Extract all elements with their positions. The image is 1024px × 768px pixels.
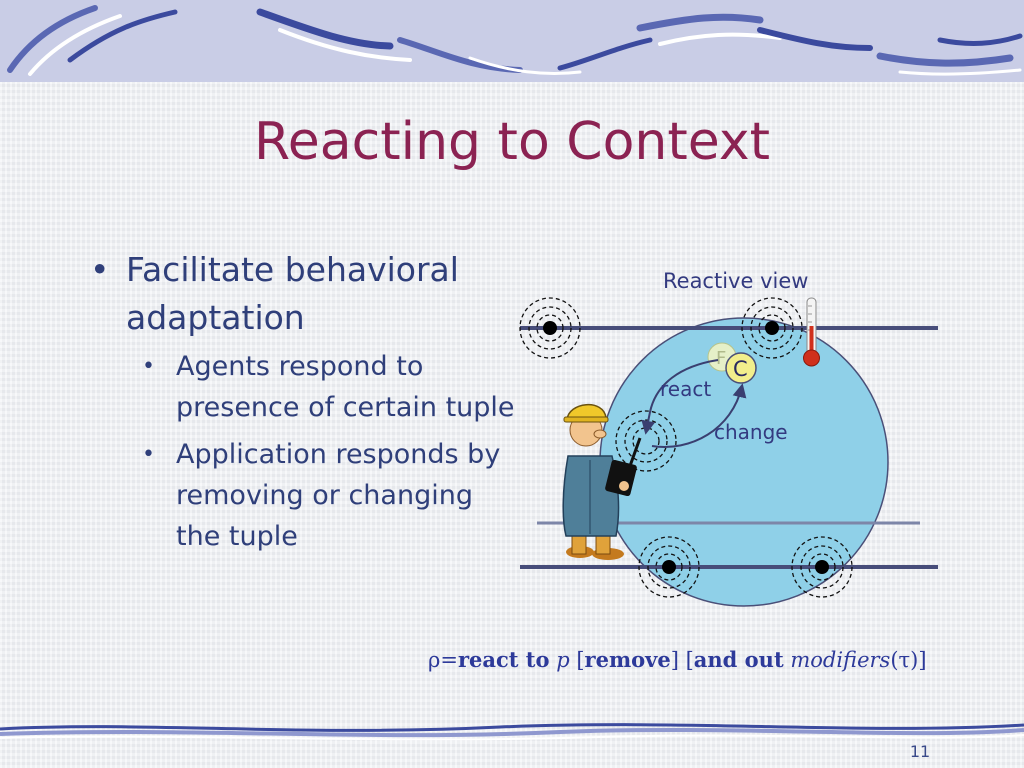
slide-number: 11 xyxy=(909,742,931,761)
host-node-top-right xyxy=(741,297,803,359)
reactive-view-caption: Reactive view xyxy=(663,269,808,293)
formula-rho: ρ= xyxy=(428,648,458,672)
tuple-front-label: C xyxy=(733,357,748,381)
react-label: react xyxy=(660,377,711,401)
thermometer-icon xyxy=(803,297,820,367)
reaction-formula: ρ=react to p [remove] [and out modifiers… xyxy=(428,647,1018,672)
bullet-sub: • Application responds by removing or ch… xyxy=(142,434,520,557)
bullet-sub-text: Application responds by removing or chan… xyxy=(176,439,501,552)
formula-remove: remove xyxy=(584,647,671,672)
host-node-bottom-right xyxy=(791,536,853,598)
formula-pattern: p xyxy=(556,648,570,672)
header-decoration xyxy=(0,0,1024,82)
bullet-list: • Facilitate behavioral adaptation • Age… xyxy=(90,246,520,557)
bullet-main-text: Facilitate behavioral adaptation xyxy=(126,250,459,337)
host-node-bottom-left xyxy=(638,536,700,598)
change-arrow xyxy=(651,383,747,448)
agent-figure xyxy=(562,403,642,560)
bullet-dot-icon: • xyxy=(90,250,110,289)
formula-react-to: react to xyxy=(457,647,550,672)
footer-decoration xyxy=(0,723,1024,741)
bullet-dot-icon: • xyxy=(142,442,155,467)
bullet-sub: • Agents respond to presence of certain … xyxy=(142,346,520,428)
formula-and-out: and out xyxy=(693,647,784,672)
bullet-dot-icon: • xyxy=(142,354,155,379)
slide-title: Reacting to Context xyxy=(253,112,770,172)
formula-bracket-close: ] xyxy=(918,648,927,672)
reactive-view-diagram: F C Reactive view react change xyxy=(519,269,938,607)
formula-modifiers: modifiers xyxy=(790,648,891,672)
bullet-main: • Facilitate behavioral adaptation xyxy=(90,246,520,342)
formula-bracket-open: [ xyxy=(569,648,585,672)
tuple-front-circle xyxy=(725,352,757,384)
bullet-sub-text: Agents respond to presence of certain tu… xyxy=(176,351,515,423)
change-label: change xyxy=(714,420,788,444)
formula-tau: (τ) xyxy=(890,648,919,672)
host-node-top-left xyxy=(519,297,581,359)
react-arrow xyxy=(641,359,719,435)
formula-bracket-mid: ] [ xyxy=(670,648,694,672)
tuple-back-label: F xyxy=(716,348,726,369)
